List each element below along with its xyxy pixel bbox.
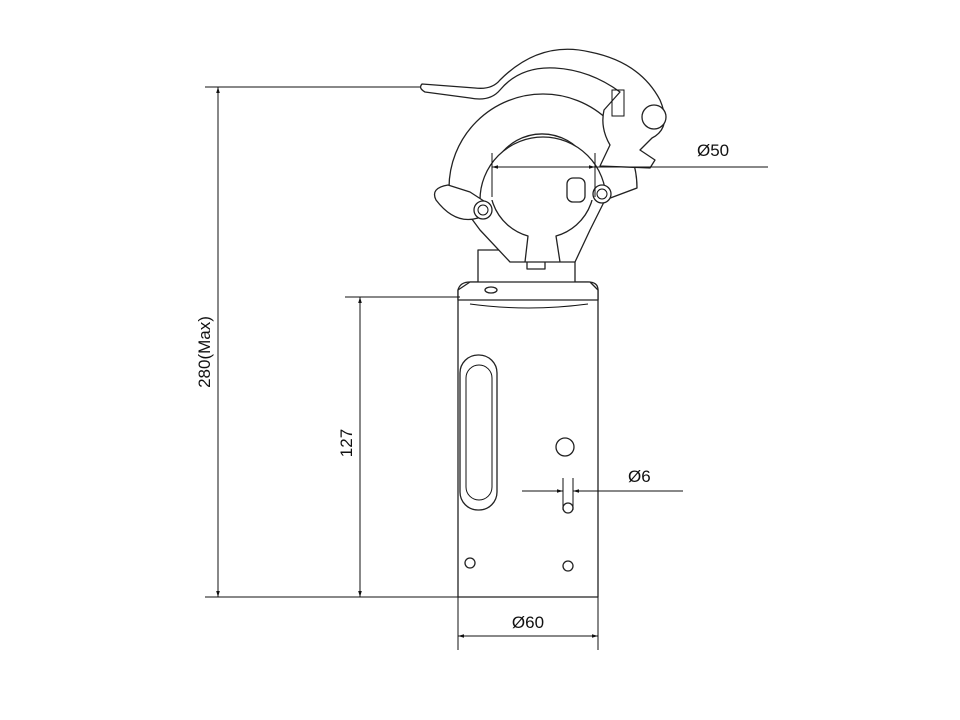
dimension-hole-diameter: Ø6 [522,467,683,510]
clamp-lever [419,48,667,169]
dimension-total-height: 280(Max) [195,86,458,598]
label-clamp-diameter: Ø50 [697,141,729,160]
dimension-tube-height: 127 [337,296,460,597]
label-total-height: 280(Max) [195,316,214,388]
dimension-tube-diameter: Ø60 [457,597,599,650]
label-tube-height: 127 [337,429,356,457]
label-hole-diameter: Ø6 [628,467,651,486]
dimension-clamp-diameter: Ø50 [491,141,768,197]
hole-large [555,437,575,457]
hole-6mm [562,502,574,514]
tube-body [457,281,599,598]
label-tube-diameter: Ø60 [512,613,544,632]
